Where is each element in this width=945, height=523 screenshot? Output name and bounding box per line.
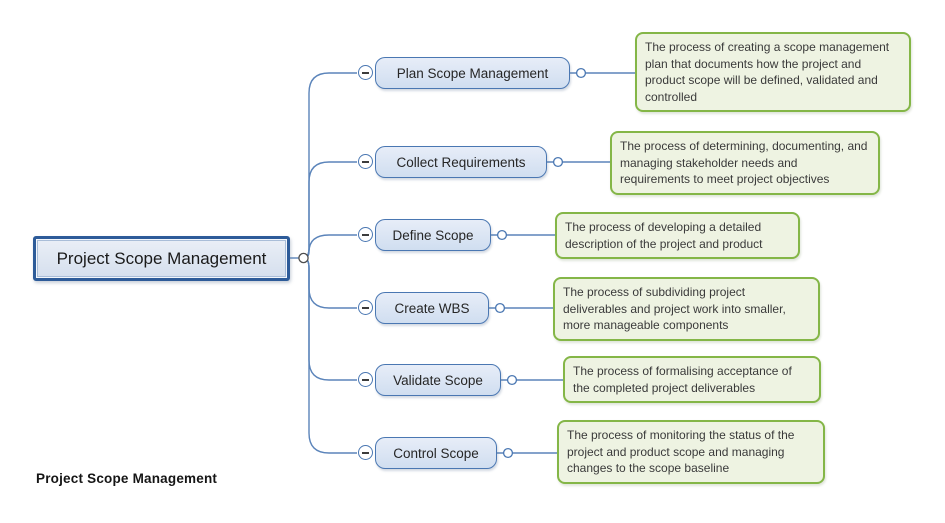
minus-icon bbox=[362, 233, 369, 236]
branch-curve bbox=[302, 257, 357, 309]
sheet-caption: Project Scope Management bbox=[36, 471, 218, 486]
branch-curve bbox=[302, 257, 357, 381]
topic-validate-scope[interactable]: Validate Scope bbox=[375, 364, 501, 396]
collapse-toggle[interactable] bbox=[358, 227, 373, 242]
connector-dot bbox=[496, 229, 508, 241]
minus-icon bbox=[362, 160, 369, 163]
topic-collect-requirements[interactable]: Collect Requirements bbox=[375, 146, 547, 178]
description-control-scope[interactable]: The process of monitoring the status of … bbox=[557, 420, 825, 484]
collapse-toggle[interactable] bbox=[358, 65, 373, 80]
minus-icon bbox=[362, 451, 369, 454]
connector-dot bbox=[494, 302, 506, 314]
minus-icon bbox=[362, 306, 369, 309]
minus-icon bbox=[362, 71, 369, 74]
topic-plan-scope-management[interactable]: Plan Scope Management bbox=[375, 57, 570, 89]
minus-icon bbox=[362, 378, 369, 381]
collapse-toggle[interactable] bbox=[358, 154, 373, 169]
root-connector-dot bbox=[298, 252, 309, 264]
connector-dot bbox=[575, 67, 587, 79]
topic-create-wbs[interactable]: Create WBS bbox=[375, 292, 489, 324]
description-collect-requirements[interactable]: The process of determining, documenting,… bbox=[610, 131, 880, 195]
root-topic-label: Project Scope Management bbox=[37, 240, 286, 277]
branch-curve bbox=[302, 234, 357, 259]
collapse-toggle[interactable] bbox=[358, 300, 373, 315]
branch-curve bbox=[302, 257, 357, 454]
collapse-toggle[interactable] bbox=[358, 445, 373, 460]
description-create-wbs[interactable]: The process of subdividing project deliv… bbox=[553, 277, 820, 341]
description-validate-scope[interactable]: The process of formalising acceptance of… bbox=[563, 356, 821, 403]
connector-dot bbox=[502, 447, 514, 459]
root-topic[interactable]: Project Scope Management bbox=[33, 236, 290, 281]
connector-dot bbox=[552, 156, 564, 168]
connector-dot bbox=[506, 374, 518, 386]
topic-define-scope[interactable]: Define Scope bbox=[375, 219, 491, 251]
topic-control-scope[interactable]: Control Scope bbox=[375, 437, 497, 469]
branch-curve bbox=[302, 72, 357, 259]
description-define-scope[interactable]: The process of developing a detailed des… bbox=[555, 212, 800, 259]
collapse-toggle[interactable] bbox=[358, 372, 373, 387]
description-plan-scope-management[interactable]: The process of creating a scope manageme… bbox=[635, 32, 911, 112]
